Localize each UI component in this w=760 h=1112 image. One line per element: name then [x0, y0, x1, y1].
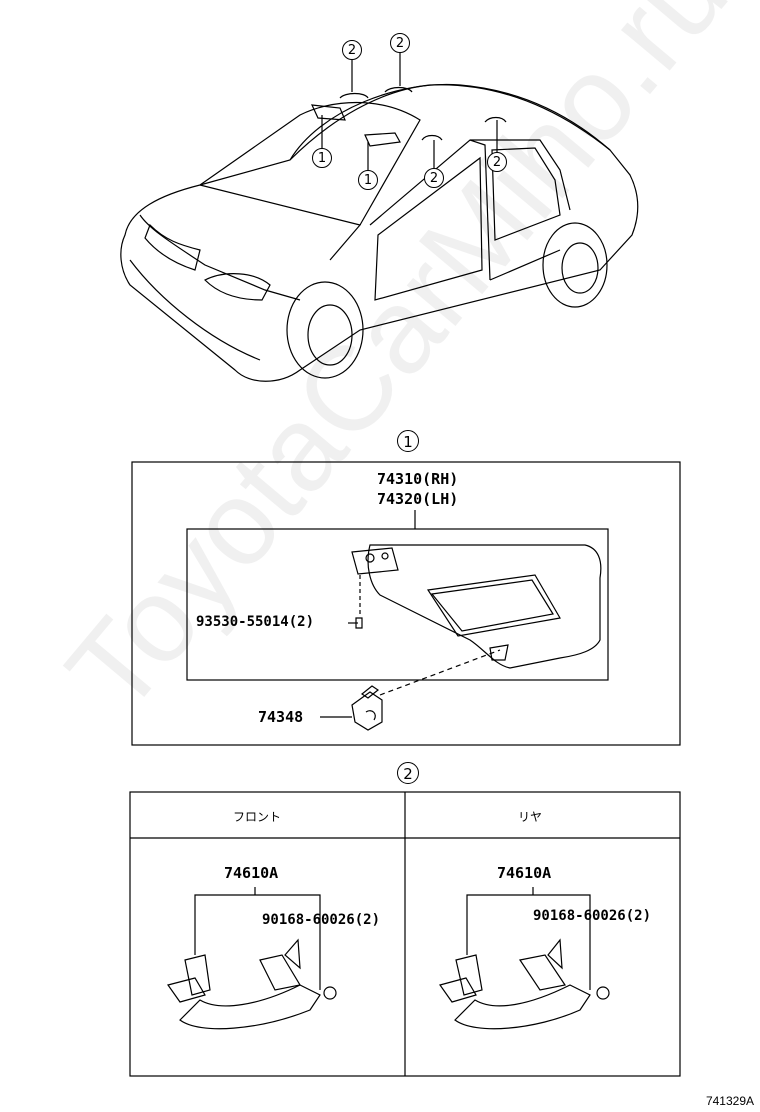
callout-2-roof-left: 2	[342, 40, 362, 60]
part-number-lh: 74320(LH)	[377, 490, 459, 508]
callout-1-visor-front: 1	[312, 148, 332, 168]
callout-2-door-front: 2	[424, 168, 444, 188]
callout-1-visor-back: 1	[358, 170, 378, 190]
callout-2-door-rear: 2	[487, 152, 507, 172]
callout-2-roof-right: 2	[390, 33, 410, 53]
rear-grip-part-number: 74610A	[497, 864, 552, 882]
car-illustration	[120, 52, 639, 382]
screw-part-number: 93530-55014(2)	[196, 614, 315, 630]
column-header-front: フロント	[233, 810, 282, 824]
holder-part-number: 74348	[258, 708, 304, 726]
front-screw-part-number: 90168-60026(2)	[262, 912, 381, 928]
diagram-code: 741329A	[705, 1094, 754, 1108]
rear-screw-part-number: 90168-60026(2)	[533, 908, 652, 924]
section-2-marker: 2	[397, 762, 419, 784]
section-1-marker: 1	[397, 430, 419, 452]
column-header-rear: リヤ	[518, 810, 543, 824]
part-number-rh: 74310(RH)	[377, 470, 459, 488]
front-grip-part-number: 74610A	[224, 864, 279, 882]
